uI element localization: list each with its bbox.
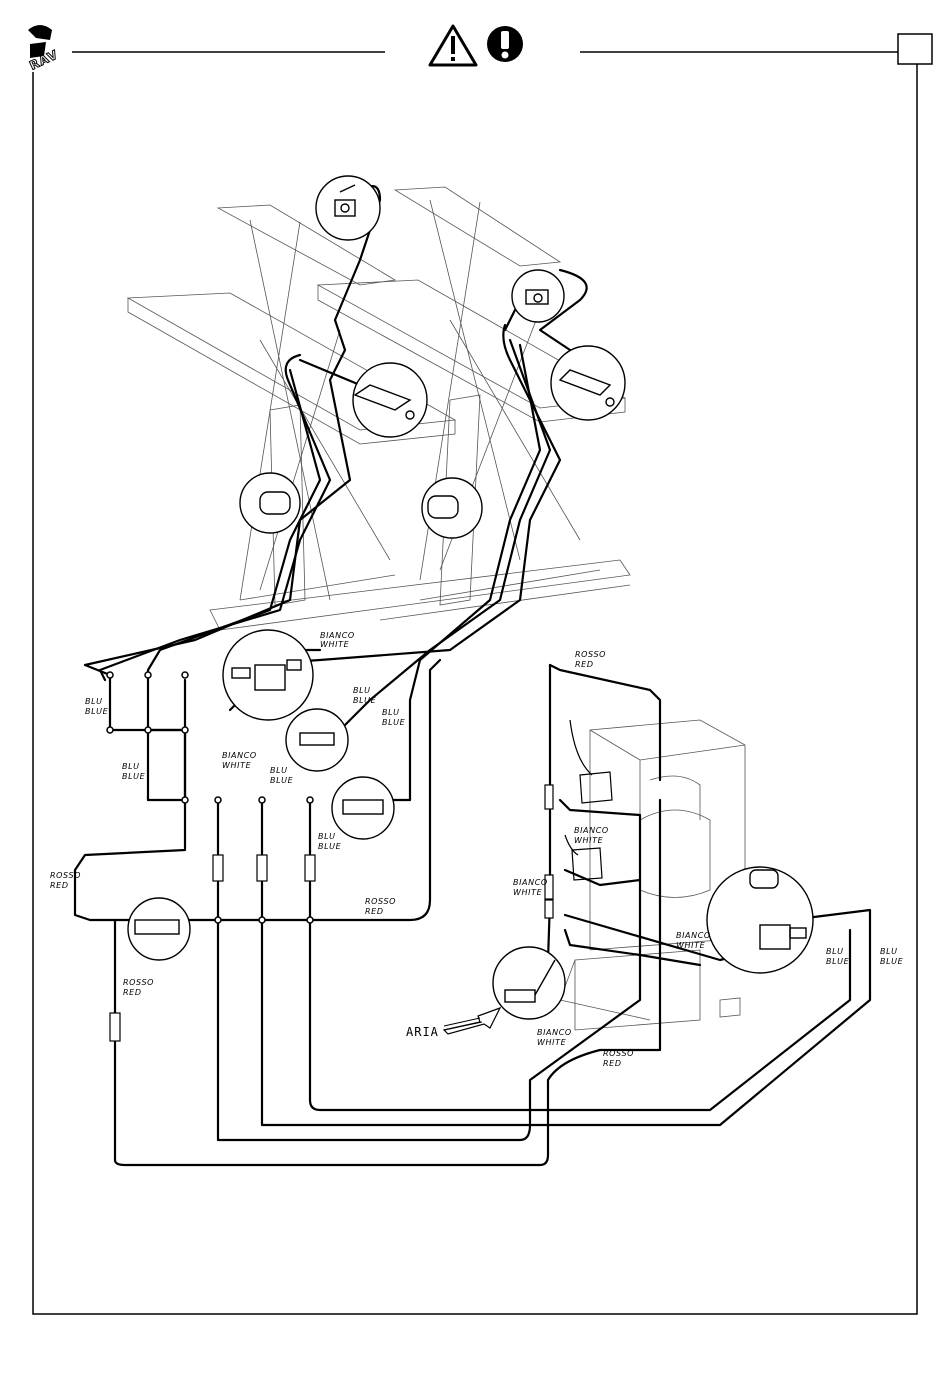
page-number-box <box>898 34 932 64</box>
label-bianco-white-pump2-l2: WHITE <box>513 888 543 897</box>
label-bianco-white-top-l2: WHITE <box>320 640 350 649</box>
label-bianco-white-pump1-l2: WHITE <box>574 836 604 845</box>
label-rosso-red-low-l2: RED <box>123 988 142 997</box>
label-bianco-white-air-l2: WHITE <box>537 1038 567 1047</box>
detail-cylinder-left-lower <box>240 473 300 533</box>
label-rosso-red-low-l1: ROSSO <box>123 978 154 987</box>
detail-cylinder-right-upper <box>551 346 625 420</box>
label-blu-blue-left1-l2: BLUE <box>85 707 109 716</box>
label-blu-blue-left1-l1: BLU <box>85 697 103 706</box>
detail-tee-bottom <box>128 898 190 960</box>
label-blu-blue-mid1-l1: BLU <box>353 686 371 695</box>
label-aria: ARIA <box>406 1025 439 1039</box>
brand-logo: RAV <box>27 25 60 73</box>
detail-top-left-fitting <box>316 176 380 240</box>
air-inlet-arrow <box>444 1008 500 1034</box>
detail-tee-mid <box>286 709 348 771</box>
label-blu-blue-mid2-l2: BLUE <box>382 718 406 727</box>
label-blu-blue-left2-l2: BLUE <box>122 772 146 781</box>
label-rosso-red-pump-l2: RED <box>603 1059 622 1068</box>
label-blu-blue-right2-l2: BLUE <box>880 957 904 966</box>
hydraulic-hoses <box>75 186 870 1165</box>
detail-top-right-fitting <box>512 270 564 322</box>
detail-cylinder-right-lower <box>422 478 482 538</box>
detail-valve-block <box>707 867 813 973</box>
detail-cylinder-left-upper <box>353 363 427 437</box>
detail-distributor <box>223 630 313 720</box>
label-blu-blue-mid2-l1: BLU <box>382 708 400 717</box>
label-rosso-red-top-right-l1: ROSSO <box>575 650 606 659</box>
label-bianco-white-pump1-l1: BIANCO <box>574 826 609 835</box>
power-unit-drawing <box>560 720 745 1030</box>
label-blu-blue-right1-l2: BLUE <box>826 957 850 966</box>
label-rosso-red-left-l1: ROSSO <box>50 871 81 880</box>
label-bianco-white-top-l1: BIANCO <box>320 631 355 640</box>
warning-triangle-icon <box>430 26 476 65</box>
label-rosso-red-bottom-l1: ROSSO <box>365 897 396 906</box>
label-blu-blue-mid4-l1: BLU <box>318 832 336 841</box>
label-blu-blue-mid4-l2: BLUE <box>318 842 342 851</box>
label-blu-blue-right1-l1: BLU <box>826 947 844 956</box>
label-bianco-white-mid-l2: WHITE <box>222 761 252 770</box>
label-blu-blue-mid3-l2: BLUE <box>270 776 294 785</box>
pump-valves <box>565 720 612 880</box>
label-bianco-white-mid-l1: BIANCO <box>222 751 257 760</box>
label-rosso-red-pump-l1: ROSSO <box>603 1049 634 1058</box>
detail-tee-right <box>332 777 394 839</box>
page-header: RAV <box>27 25 932 73</box>
label-blu-blue-right2-l1: BLU <box>880 947 898 956</box>
label-blu-blue-left2-l1: BLU <box>122 762 140 771</box>
exclamation-circle-icon <box>487 26 523 62</box>
label-bianco-white-air-l1: BIANCO <box>537 1028 572 1037</box>
label-blu-blue-mid1-l2: BLUE <box>353 696 377 705</box>
label-blu-blue-mid3-l1: BLU <box>270 766 288 775</box>
label-bianco-white-valve-l2: WHITE <box>676 941 706 950</box>
detail-air-inlet <box>493 947 565 1019</box>
label-rosso-red-top-right-l2: RED <box>575 660 594 669</box>
page-frame <box>33 64 917 1314</box>
label-rosso-red-left-l2: RED <box>50 881 69 890</box>
label-bianco-white-valve-l1: BIANCO <box>676 931 711 940</box>
label-bianco-white-pump2-l1: BIANCO <box>513 878 548 887</box>
label-rosso-red-bottom-l2: RED <box>365 907 384 916</box>
